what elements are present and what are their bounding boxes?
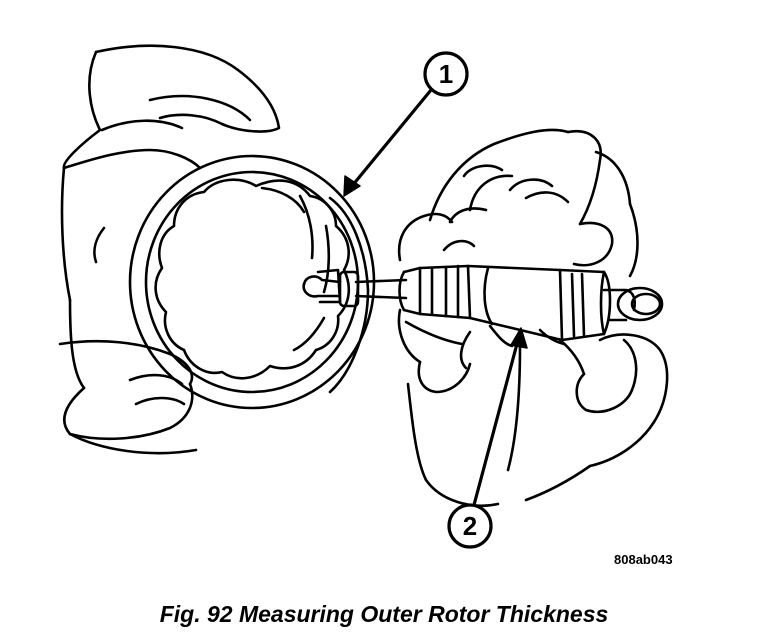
illustration: 1 2 <box>58 44 669 549</box>
micrometer <box>302 264 664 342</box>
figure-caption: Fig. 92 Measuring Outer Rotor Thickness <box>159 601 609 627</box>
callout-1: 1 <box>343 51 469 197</box>
callout-1-label: 1 <box>439 59 453 89</box>
image-code: 808ab043 <box>614 552 673 567</box>
callout-2: 2 <box>447 327 528 549</box>
callout-2-label: 2 <box>463 511 477 541</box>
